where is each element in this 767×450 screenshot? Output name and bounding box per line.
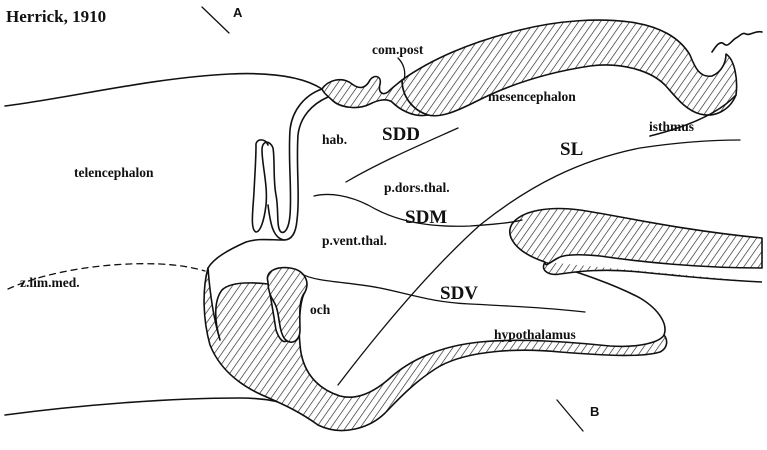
mesencephalon-label: mesencephalon: [488, 89, 576, 104]
choroid-plexus: [251, 88, 323, 234]
sdv-label: SDV: [440, 283, 478, 304]
com-post-label: com.post: [372, 42, 424, 57]
optic-chiasm-label: och: [310, 302, 331, 317]
citation-label: Herrick, 1910: [6, 7, 106, 26]
telencephalon-label: telencephalon: [74, 165, 154, 180]
sdm-line: [313, 193, 523, 227]
isthmus-outline: [649, 94, 737, 137]
sdv-line: [301, 273, 586, 313]
zona-limitans-line: [7, 263, 206, 290]
floor-hatched-region: [203, 267, 668, 432]
dorsal-thalamus-label: p.dors.thal.: [384, 180, 450, 195]
sdd-label: SDD: [382, 124, 420, 145]
zona-limitans-label: z.lim.med.: [20, 275, 80, 290]
isthmus-label: isthmus: [649, 119, 694, 134]
choroid-plexus-inner: [267, 96, 329, 241]
sdd-line: [345, 127, 459, 183]
telencephalon-outline: [4, 72, 323, 107]
sdm-label: SDM: [405, 207, 447, 228]
isthmus-wavy-end: [711, 30, 763, 53]
section-b-label: B: [590, 404, 599, 419]
isthmus-hatched-loop: [509, 207, 763, 283]
ventricle-wall: [207, 238, 285, 269]
section-line-a: [201, 6, 230, 34]
ventral-thalamus-label: p.vent.thal.: [322, 233, 387, 248]
posterior-commissure: [321, 75, 429, 117]
habenula-label: hab.: [322, 132, 347, 147]
sl-label: SL: [560, 139, 583, 160]
com-post-pointer: [397, 57, 406, 81]
hypothalamus-label: hypothalamus: [494, 327, 576, 342]
optic-chiasm: [266, 266, 308, 343]
sulcus-limitans-line: [337, 139, 741, 386]
section-line-b: [556, 399, 584, 432]
section-a-label: A: [233, 5, 243, 20]
